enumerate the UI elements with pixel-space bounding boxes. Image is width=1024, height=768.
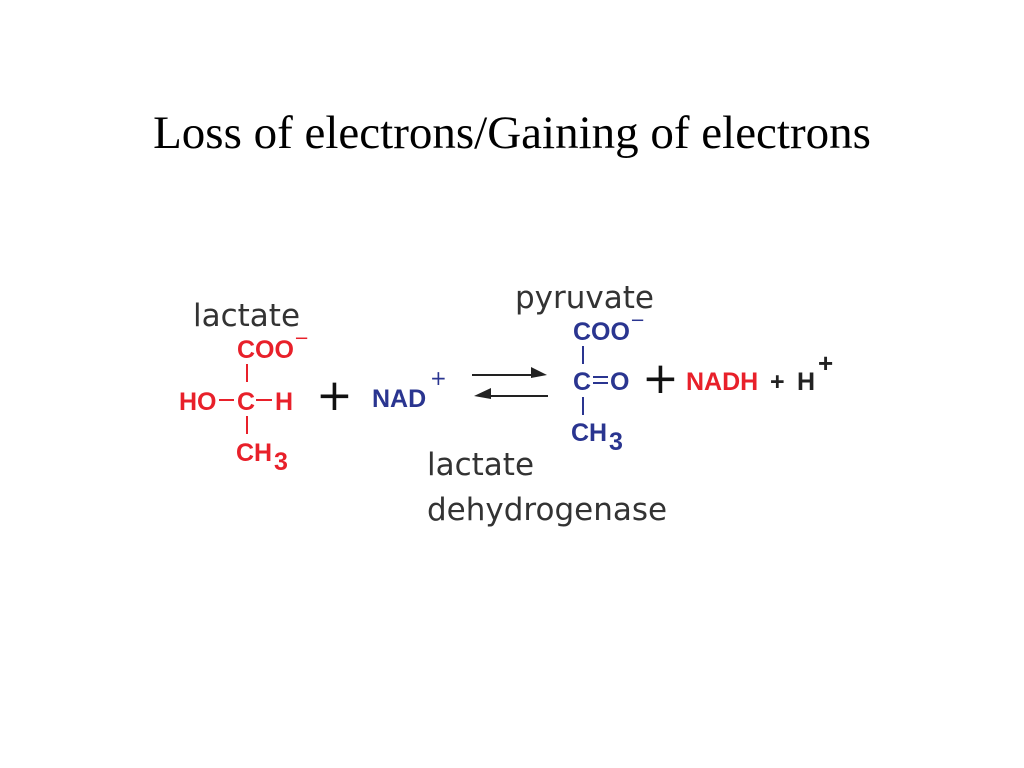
nadh-label: NADH xyxy=(686,368,758,396)
pyruvate-molecule: pyruvate COO − C O CH 3 xyxy=(515,280,654,456)
lactate-hydroxyl-group: HO xyxy=(179,388,217,416)
plus-sign-reactants: + xyxy=(316,370,353,421)
pyruvate-central-carbon: C xyxy=(573,368,591,396)
lactate-label: lactate xyxy=(193,298,300,334)
plus-sign-products: + xyxy=(642,353,679,404)
reverse-arrowhead xyxy=(474,388,491,399)
enzyme-label: lactate dehydrogenase xyxy=(427,447,667,528)
forward-arrowhead xyxy=(531,367,547,378)
lactate-molecule: lactate COO − HO C H CH 3 xyxy=(179,298,309,476)
proton-charge: + xyxy=(818,348,833,378)
lactate-hydrogen: H xyxy=(275,388,293,416)
pyruvate-methyl-subscript: 3 xyxy=(609,428,623,456)
nad-label: NAD xyxy=(372,385,426,413)
proton-plus-sign: + xyxy=(770,368,785,396)
slide-title: Loss of electrons/Gaining of electrons xyxy=(153,107,871,159)
proton-label: H xyxy=(797,368,815,396)
pyruvate-carbonyl-oxygen: O xyxy=(610,368,629,396)
enzyme-label-line1: lactate xyxy=(427,447,534,483)
lactate-carboxylate-charge: − xyxy=(294,328,309,349)
lactate-methyl-group: CH xyxy=(236,439,272,467)
pyruvate-methyl-group: CH xyxy=(571,419,607,447)
enzyme-label-line2: dehydrogenase xyxy=(427,492,667,528)
lactate-carboxylate-group: COO xyxy=(237,336,294,364)
nad-plus: NAD + xyxy=(372,366,447,413)
pyruvate-label: pyruvate xyxy=(515,280,654,316)
lactate-methyl-subscript: 3 xyxy=(274,448,288,476)
pyruvate-carboxylate-group: COO xyxy=(573,318,630,346)
lactate-central-carbon: C xyxy=(237,388,255,416)
proton: + H + xyxy=(770,348,833,396)
nad-charge: + xyxy=(430,366,447,390)
equilibrium-arrows xyxy=(472,367,548,399)
pyruvate-carboxylate-charge: − xyxy=(630,310,645,331)
